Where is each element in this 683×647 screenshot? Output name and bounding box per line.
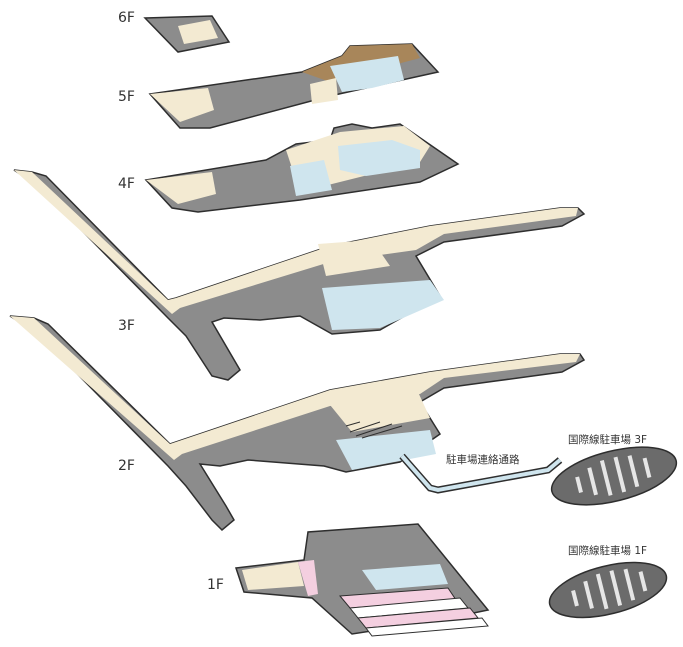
parking-connector-label: 駐車場連絡通路 [446, 454, 520, 466]
floor-1f-plan[interactable] [234, 523, 490, 637]
floor-label-2f: 2F [118, 458, 135, 474]
floor-6f-plan[interactable] [143, 15, 231, 53]
floor-label-3f: 3F [118, 318, 135, 334]
floor-label-5f: 5F [118, 89, 135, 105]
floor-3f-plan[interactable] [13, 169, 586, 381]
floor-5f-plan[interactable] [148, 43, 440, 129]
floor-label-4f: 4F [118, 176, 135, 192]
floor-4f-plan[interactable] [144, 123, 460, 213]
floor-label-1f: 1F [207, 577, 224, 593]
floor-2f-plan[interactable] [9, 315, 586, 532]
parking-connector-walkway[interactable] [399, 453, 563, 494]
intl-parking-3f-label: 国際線駐車場 3F [568, 434, 648, 446]
intl-parking-3f-icon[interactable] [546, 436, 682, 515]
intl-parking-1f-label: 国際線駐車場 1F [568, 545, 648, 557]
gate-stripes [345, 421, 403, 439]
intl-parking-1f-icon[interactable] [544, 552, 672, 628]
floor-label-6f: 6F [118, 10, 135, 26]
shop-bands [338, 587, 489, 637]
